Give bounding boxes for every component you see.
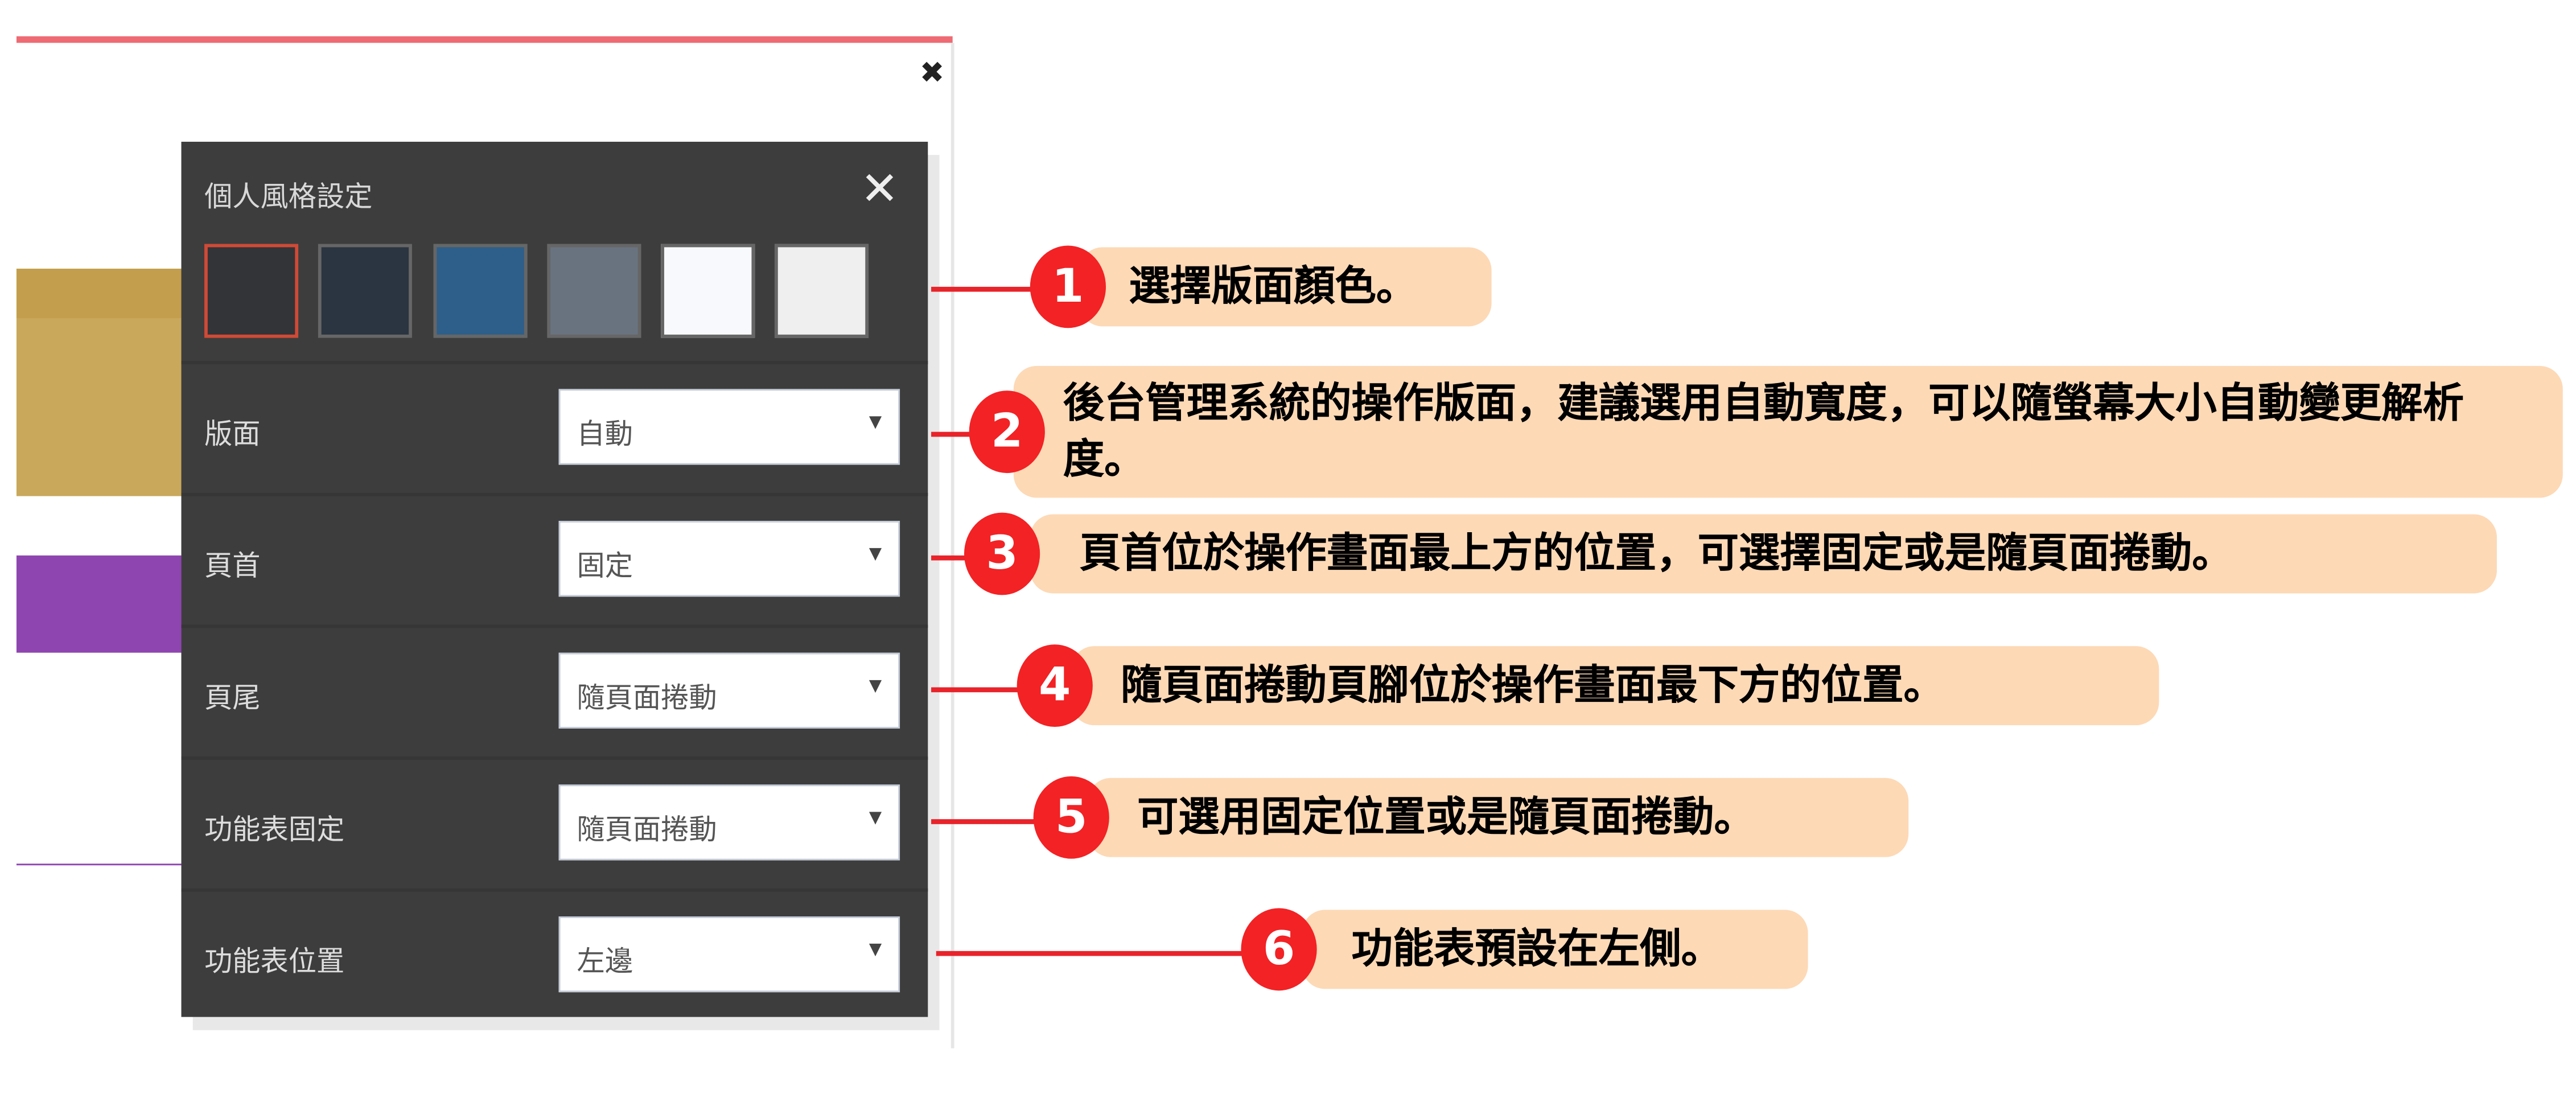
callout-text: 頁首位於操作畫面最上方的位置，可選擇固定或是隨頁面捲動。 [1030,514,2497,594]
callout-text: 選擇版面顏色。 [1079,247,1492,327]
caret-down-icon: ▼ [869,677,882,696]
setting-label: 頁首 [204,550,261,584]
background-purple-block [16,555,182,653]
setting-select[interactable]: 自動 ▼ [558,389,900,465]
callout-leader-line [936,951,1253,956]
callout-leader-line [931,687,1022,693]
setting-row: 版面 自動 ▼ [181,361,928,495]
select-value: 自動 [577,418,633,452]
style-settings-dialog: 個人風格設定 ✕ 版面 自動▼頁首 固定▼頁尾 隨頁面捲動▼功能表固定 隨頁面捲… [181,142,928,1017]
caret-down-icon: ▼ [869,809,882,828]
callout-number-badge: 3 [964,512,1040,595]
select-value: 隨頁面捲動 [577,682,717,715]
setting-label: 頁尾 [204,682,261,715]
callout-number-badge: 4 [1017,644,1093,727]
setting-label: 版面 [204,418,261,452]
callout-leader-line [931,431,989,437]
color-swatch-navy[interactable] [318,244,412,338]
close-icon[interactable]: ✕ [860,161,899,216]
callout-number-badge: 6 [1241,908,1317,991]
color-swatch-light-gray[interactable] [774,244,869,338]
background-gold-shade [16,268,182,318]
select-value: 固定 [577,550,633,584]
select-value: 左邊 [577,946,633,980]
callout-text: 後台管理系統的操作版面，建議選用自動寬度，可以隨螢幕大小自動變更解析度。 [1013,365,2563,498]
setting-label: 功能表固定 [204,814,345,848]
dialog-title: 個人風格設定 [204,181,373,215]
select-value: 隨頁面捲動 [577,814,717,848]
setting-row: 頁首 固定 ▼ [181,492,928,627]
callout-number-badge: 2 [969,390,1045,474]
setting-label: 功能表位置 [204,946,345,980]
setting-select[interactable]: 左邊 ▼ [558,916,900,993]
color-swatch-dark[interactable] [204,244,299,338]
callout-text: 功能表預設在左側。 [1302,910,1808,989]
setting-row: 功能表位置 左邊 ▼ [181,888,928,1022]
callout-text: 隨頁面捲動頁腳位於操作畫面最下方的位置。 [1071,646,2159,726]
caret-down-icon: ▼ [869,545,882,564]
callout-number-badge: 5 [1033,776,1109,859]
page-close-icon[interactable]: ✖ [919,56,945,91]
setting-select[interactable]: 固定 ▼ [558,521,900,597]
callout-leader-line [931,819,1039,824]
color-swatch-white[interactable] [661,244,755,338]
setting-row: 頁尾 隨頁面捲動 ▼ [181,624,928,758]
color-swatch-gray[interactable] [547,244,641,338]
callout-leader-line [931,555,989,561]
caret-down-icon: ▼ [869,413,882,432]
callout-text: 可選用固定位置或是隨頁面捲動。 [1088,778,1909,857]
setting-select[interactable]: 隨頁面捲動 ▼ [558,652,900,729]
callout-number-badge: 1 [1030,245,1106,328]
setting-select[interactable]: 隨頁面捲動 ▼ [558,784,900,861]
color-swatch-blue[interactable] [433,244,528,338]
caret-down-icon: ▼ [869,941,882,960]
page-border [950,43,954,1048]
top-accent-bar [16,36,953,43]
setting-row: 功能表固定 隨頁面捲動 ▼ [181,756,928,890]
background-purple-line [16,863,182,866]
callout-leader-line [931,286,1039,292]
